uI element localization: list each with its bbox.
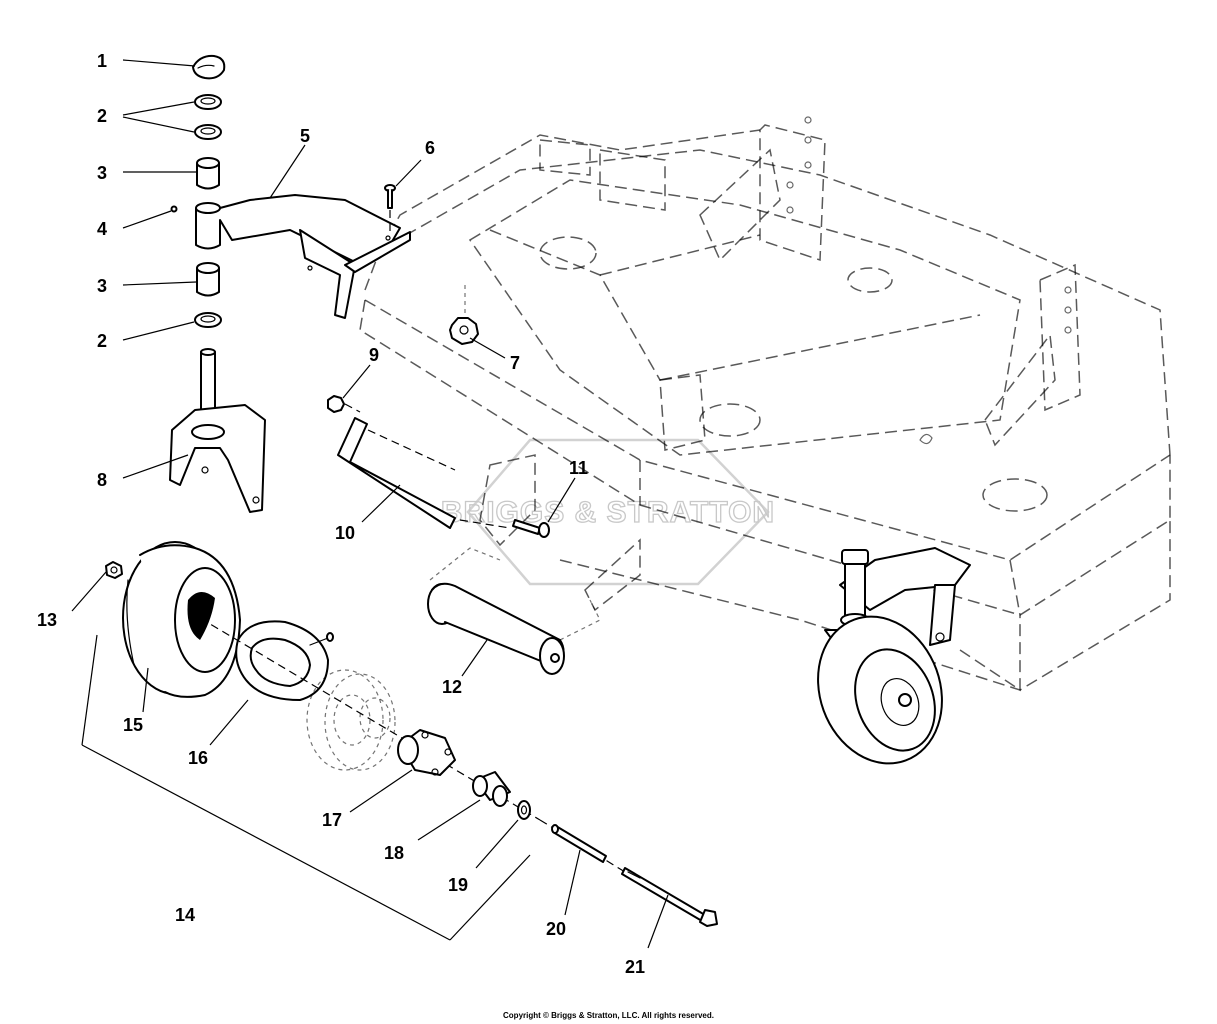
mower-deck — [359, 116, 1171, 692]
callout-4: 4 — [97, 219, 107, 239]
copyright-notice: Copyright © Briggs & Stratton, LLC. All … — [503, 1011, 714, 1020]
part-nut-13 — [105, 561, 123, 579]
watermark-text: BRIGGS & STRATTON — [441, 496, 775, 529]
part-bolt-6 — [384, 184, 396, 232]
part-washer-lower — [194, 312, 222, 328]
callout-5: 5 — [300, 126, 310, 146]
callout-3b: 3 — [97, 276, 107, 296]
callout-20: 20 — [546, 919, 566, 939]
callout-12: 12 — [442, 677, 462, 697]
brand-watermark: BRIGGS & STRATTON — [440, 438, 775, 586]
callout-21: 21 — [625, 957, 645, 977]
part-bolt-11 — [512, 519, 550, 538]
part-wheel-rim — [306, 669, 396, 771]
part-grease-fitting — [170, 205, 178, 213]
part-bearing — [472, 771, 511, 807]
part-bushing-upper — [196, 157, 220, 190]
part-spacer — [551, 824, 607, 863]
callout-19: 19 — [448, 875, 468, 895]
callout-17: 17 — [322, 810, 342, 830]
part-nut-9 — [327, 395, 361, 413]
callout-numbers: 1 2 3 4 5 6 3 2 7 8 9 10 11 12 13 14 15 … — [37, 51, 645, 977]
part-cap — [192, 54, 226, 80]
callout-9: 9 — [369, 345, 379, 365]
part-washer-upper-b — [194, 124, 222, 140]
part-axle-bolt — [621, 867, 718, 927]
callout-2b: 2 — [97, 331, 107, 351]
callout-2a: 2 — [97, 106, 107, 126]
callout-18: 18 — [384, 843, 404, 863]
assembled-caster-wheel — [817, 547, 971, 765]
part-tire — [122, 541, 241, 698]
part-nut-7 — [449, 285, 479, 345]
leader-lines — [71, 59, 669, 949]
callout-16: 16 — [188, 748, 208, 768]
callout-6: 6 — [425, 138, 435, 158]
callout-15: 15 — [123, 715, 143, 735]
callout-3a: 3 — [97, 163, 107, 183]
part-washer-upper-a — [194, 94, 222, 110]
part-hub — [397, 729, 456, 776]
callout-7: 7 — [510, 353, 520, 373]
callout-8: 8 — [97, 470, 107, 490]
part-bushing-lower — [196, 262, 220, 297]
callout-14: 14 — [175, 905, 195, 925]
part-caster-fork — [169, 348, 266, 513]
part-washer-19 — [517, 800, 531, 820]
part-roller — [427, 547, 601, 675]
callout-10: 10 — [335, 523, 355, 543]
assembly-bracket-14 — [81, 634, 531, 941]
callout-13: 13 — [37, 610, 57, 630]
part-caster-arm — [195, 194, 411, 319]
part-roller-shaft — [337, 417, 511, 529]
callout-11: 11 — [569, 458, 588, 478]
callout-1: 1 — [97, 51, 107, 71]
